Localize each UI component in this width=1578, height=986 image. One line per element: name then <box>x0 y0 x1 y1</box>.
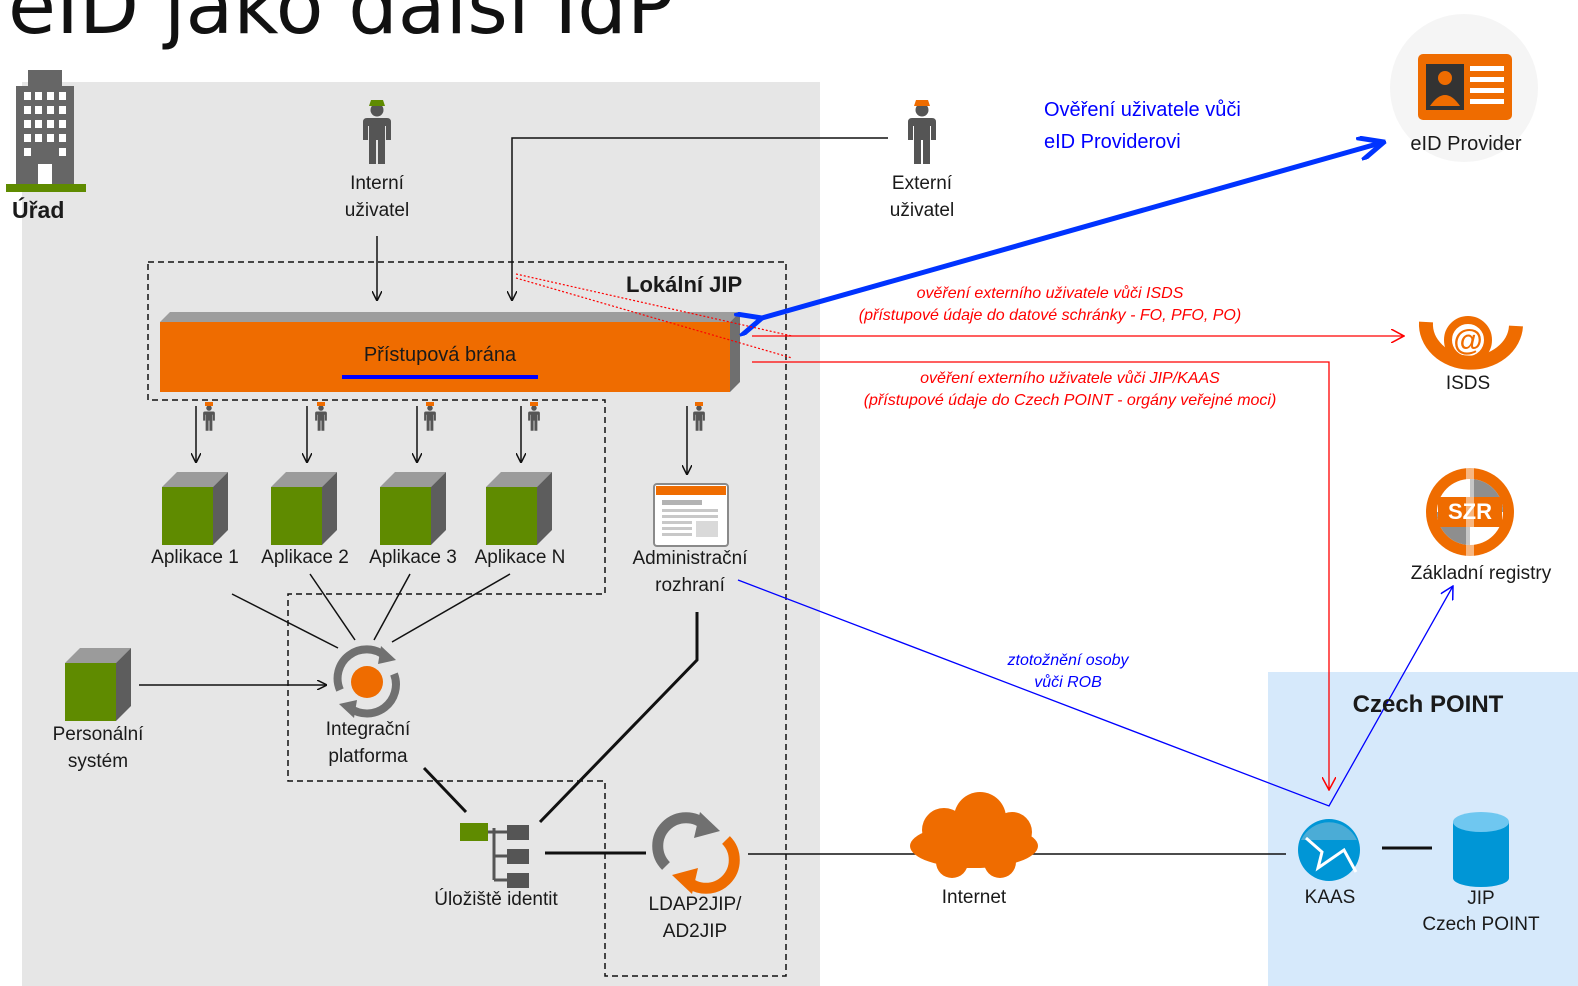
czech-point-label: Czech POINT <box>1352 691 1504 718</box>
app-1-cube <box>162 472 228 545</box>
svg-text:@: @ <box>1453 324 1482 357</box>
identity-store-label: Úložiště identit <box>434 889 558 910</box>
isds-label: ISDS <box>1445 373 1491 394</box>
jip-arrow <box>752 361 1329 790</box>
eid-provider-label: eID Provider <box>1410 133 1522 155</box>
app-1-label: Aplikace 1 <box>151 547 239 568</box>
gateway-bar <box>160 312 740 392</box>
eid-auth-arrow <box>762 142 1384 318</box>
local-jip-boundary <box>147 261 787 977</box>
app-2-cube <box>271 472 337 545</box>
slide-title: eID jako další IdP <box>8 0 674 52</box>
id-card-icon <box>1390 14 1538 162</box>
app-2-label: Aplikace 2 <box>261 547 349 568</box>
kaas-label: KAAS <box>1304 887 1356 908</box>
isds-verify-text: ověření externího uživatele vůči ISDS(př… <box>858 285 1242 324</box>
app-n-cube <box>486 472 552 545</box>
app-3-cube <box>380 472 446 545</box>
cloud-icon <box>910 792 1038 878</box>
gateway-label: Přístupová brána <box>363 344 517 366</box>
szr-badge-icon <box>1426 464 1514 560</box>
kaas-icon <box>1298 819 1360 881</box>
admin-interface-icon <box>653 483 729 547</box>
internet-label: Internet <box>941 887 1007 908</box>
personal-system-cube <box>65 648 131 721</box>
local-jip-label: Lokální JIP <box>626 272 743 297</box>
rob-line <box>737 579 1453 807</box>
ldap-sync-icon <box>652 812 740 894</box>
basic-registries-label: Základní registry <box>1410 563 1552 584</box>
jip-database-icon <box>1453 812 1509 887</box>
identity-store-icon <box>460 823 529 888</box>
ldap-label: LDAP2JIP/AD2JIP <box>648 894 742 942</box>
szr-badge-text: SZR <box>1448 499 1492 524</box>
office-label: Úřad <box>12 197 65 223</box>
building-icon <box>6 70 86 192</box>
app-n-label: Aplikace N <box>474 547 566 568</box>
integration-platform-icon <box>333 645 400 718</box>
jip-verify-text: ověření externího uživatele vůči JIP/KAA… <box>863 370 1277 409</box>
app-3-label: Aplikace 3 <box>369 547 457 568</box>
at-sign-icon: @ <box>1418 316 1523 370</box>
external-user-icon <box>908 103 936 164</box>
